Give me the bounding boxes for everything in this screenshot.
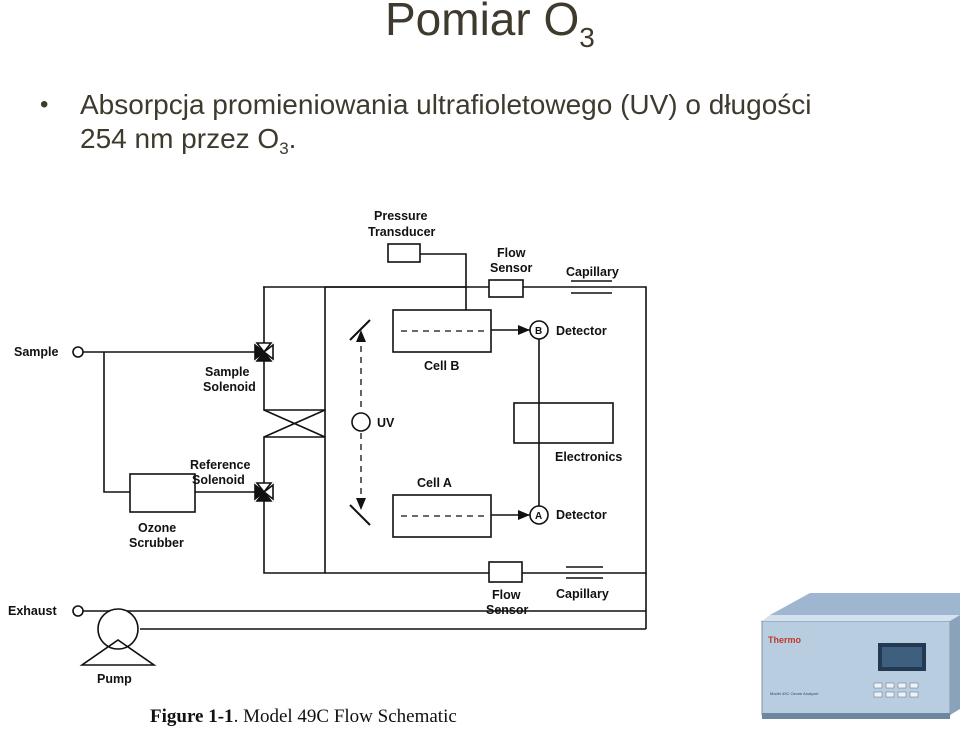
uv-label: UV: [377, 416, 395, 430]
detector-b-label: Detector: [556, 324, 607, 338]
electronics-label: Electronics: [555, 450, 622, 464]
pressure-transducer-label: Pressure: [374, 209, 428, 223]
device-model-label: Model 49C Ozone Analyzer: [770, 691, 819, 696]
capillary-top-label: Capillary: [566, 265, 619, 279]
detector-b-letter: B: [535, 326, 542, 337]
reference-solenoid-label: Reference: [190, 458, 250, 472]
ozone-scrubber-label-2: Scrubber: [129, 536, 184, 550]
ozone-scrubber-label: Ozone: [138, 521, 176, 535]
flow-sensor-top-label: Flow: [497, 246, 526, 260]
pump-label: Pump: [97, 672, 132, 686]
ozone-analyzer-photo: Thermo Model 49C Ozone Analyzer: [761, 593, 960, 719]
flow-sensor-bottom-label: Flow: [492, 588, 521, 602]
bullet-dot-icon: •: [40, 91, 49, 118]
cell-a-label: Cell A: [417, 476, 452, 490]
flow-sensor-bottom-label-2: Sensor: [486, 603, 529, 617]
sample-solenoid-label-2: Solenoid: [203, 380, 256, 394]
flow-sensor-top-label-2: Sensor: [490, 261, 533, 275]
capillary-bottom-label: Capillary: [556, 587, 609, 601]
slide-title: Pomiar O3: [385, 0, 595, 53]
detector-a-letter: A: [535, 511, 542, 522]
cell-b-label: Cell B: [424, 359, 459, 373]
device-brand-label: Thermo: [768, 635, 802, 645]
figure-caption: Figure 1-1. Model 49C Flow Schematic: [150, 706, 457, 727]
flow-schematic: Pressure Transducer Flow Sensor Capillar…: [8, 209, 647, 686]
reference-solenoid-label-2: Solenoid: [192, 473, 245, 487]
pressure-transducer-label-2: Transducer: [368, 225, 436, 239]
bullet-text: Absorpcja promieniowania ultrafioletoweg…: [80, 89, 812, 158]
sample-solenoid-label: Sample: [205, 365, 250, 379]
exhaust-label: Exhaust: [8, 604, 57, 618]
sample-label: Sample: [14, 345, 59, 359]
detector-a-label: Detector: [556, 508, 607, 522]
